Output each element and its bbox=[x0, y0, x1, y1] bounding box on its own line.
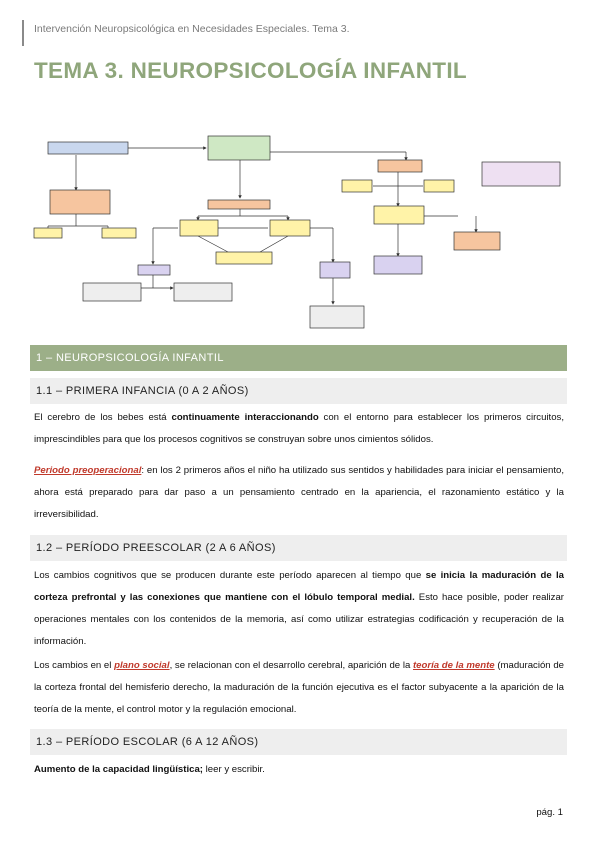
section-heading-1: 1 – NEUROPSICOLOGÍA INFANTIL bbox=[30, 345, 567, 371]
term-teoria-de-la-mente: teoría de la mente bbox=[412, 660, 495, 671]
page-number: pág. 1 bbox=[536, 807, 563, 818]
concept-map-diagram bbox=[33, 135, 561, 329]
term-periodo-preoperacional: Periodo preoperacional bbox=[34, 465, 142, 476]
subsection-heading-1-3: 1.3 – PERÍODO ESCOLAR (6 A 12 AÑOS) bbox=[30, 729, 567, 755]
paragraph-1-2-b: Los cambios en el plano social, se relac… bbox=[34, 660, 564, 715]
running-header: Intervención Neuropsicológica en Necesid… bbox=[34, 23, 350, 35]
paragraph-1-2-a: Los cambios cognitivos que se producen d… bbox=[34, 570, 564, 647]
page-title: TEMA 3. NEUROPSICOLOGÍA INFANTIL bbox=[34, 58, 467, 83]
subsection-heading-1-1: 1.1 – PRIMERA INFANCIA (0 A 2 AÑOS) bbox=[30, 378, 567, 404]
subsection-heading-1-2: 1.2 – PERÍODO PREESCOLAR (2 A 6 AÑOS) bbox=[30, 535, 567, 561]
paragraph-1-3-a: Aumento de la capacidad lingüística; lee… bbox=[34, 764, 265, 775]
header-rule bbox=[22, 20, 24, 46]
term-plano-social: plano social bbox=[114, 660, 170, 671]
paragraph-1-1-b: Periodo preoperacional: en los 2 primero… bbox=[34, 465, 564, 520]
paragraph-1-1-a: El cerebro de los bebes está continuamen… bbox=[34, 412, 564, 445]
